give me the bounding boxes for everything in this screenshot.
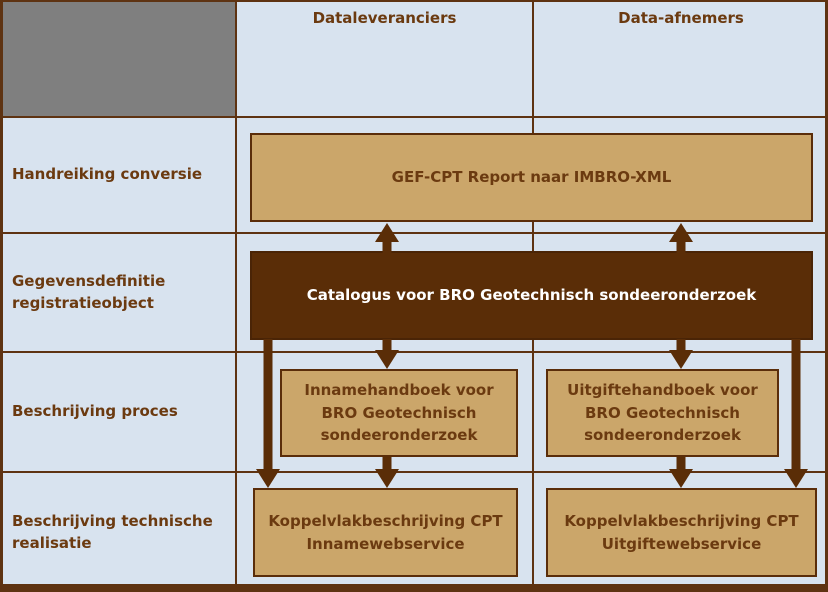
arrow-catalogus-to-uitgiftehandboek <box>669 339 693 369</box>
grid-line-horizontal-2 <box>0 232 828 234</box>
grid-line-horizontal-1 <box>0 116 828 118</box>
column-header-dataleveranciers: Dataleveranciers <box>312 9 457 27</box>
arrow-stem <box>791 339 801 473</box>
arrow-stem <box>676 339 686 354</box>
arrow-up-head-icon <box>375 223 399 242</box>
arrow-up-head-icon <box>669 223 693 242</box>
grid-line-horizontal-4 <box>0 471 828 473</box>
arrow-stem <box>382 339 392 354</box>
arrow-uitgiftehandboek-to-koppelvlak-uitgifte <box>669 456 693 488</box>
arrow-catalogus-to-koppelvlak-uitgifte <box>784 339 808 488</box>
arrow-down-head-icon <box>784 469 808 488</box>
arrow-catalogus-to-innamehandboek <box>375 339 399 369</box>
arrow-stem <box>263 339 273 473</box>
arrow-down-head-icon <box>375 350 399 369</box>
arrow-down-head-icon <box>375 469 399 488</box>
arrow-down-head-icon <box>669 469 693 488</box>
box-koppelvlak-inname: Koppelvlakbeschrijving CPT Innamewebserv… <box>253 488 518 577</box>
column-header-data-afnemers: Data-afnemers <box>618 9 744 27</box>
box-innamehandboek: Innamehandboek voor BRO Geotechnisch son… <box>280 369 518 457</box>
arrow-catalogus-to-gef-left <box>375 223 399 253</box>
arrow-catalogus-to-gef-right <box>669 223 693 253</box>
row-label-handreiking-conversie: Handreiking conversie <box>12 165 203 184</box>
row-label-beschrijving-proces: Beschrijving proces <box>12 402 178 421</box>
arrow-down-head-icon <box>256 469 280 488</box>
arrow-catalogus-to-koppelvlak-inname <box>256 339 280 488</box>
box-koppelvlak-uitgifte: Koppelvlakbeschrijving CPT Uitgiftewebse… <box>546 488 817 577</box>
box-catalogus: Catalogus voor BRO Geotechnisch sondeero… <box>250 251 813 340</box>
grid-line-horizontal-3 <box>0 351 828 353</box>
arrow-innamehandboek-to-koppelvlak-inname <box>375 456 399 488</box>
box-uitgiftehandboek: Uitgiftehandboek voor BRO Geotechnisch s… <box>546 369 779 457</box>
row-label-gegevensdefinitie-registratieobject: Gegevensdefinitie registratieobject <box>12 271 166 312</box>
arrow-stem <box>382 238 392 253</box>
box-gef-cpt-report: GEF-CPT Report naar IMBRO-XML <box>250 133 813 222</box>
corner-cell <box>0 0 236 117</box>
arrow-stem <box>676 456 686 473</box>
arrow-stem <box>382 456 392 473</box>
row-label-beschrijving-technische-realisatie: Beschrijving technische realisatie <box>12 511 213 552</box>
arrow-down-head-icon <box>669 350 693 369</box>
grid-line-vertical-1 <box>235 0 237 592</box>
arrow-stem <box>676 238 686 253</box>
